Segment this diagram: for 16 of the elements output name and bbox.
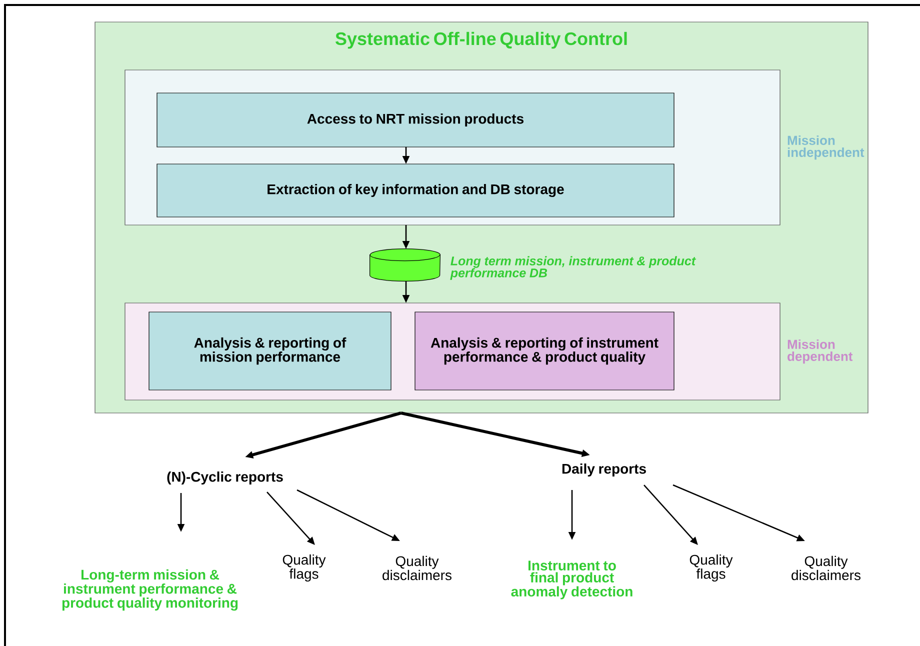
output-label: Quality flags (282, 554, 326, 582)
output-label: Instrument to final product anomaly detection (511, 560, 632, 600)
process-box: Analysis & reporting of instrument performance & product quality (414, 312, 674, 390)
report-label: Daily reports (562, 463, 646, 477)
output-label: Quality disclaimers (792, 556, 860, 580)
side-label: Mission independent (788, 135, 864, 160)
process-box: Extraction of key information and DB storage (156, 164, 674, 218)
side-label: Mission dependent (788, 339, 853, 364)
output-label: Quality disclaimers (382, 556, 452, 580)
report-label: (N)-Cyclic reports (167, 471, 283, 485)
output-label: Quality flags (690, 554, 733, 582)
process-box: Analysis & reporting of mission performance (148, 312, 392, 390)
output-label: Long-term mission & instrument performance & product quality monitoring (62, 569, 238, 611)
process-box: Access to NRT mission products (156, 92, 674, 148)
database-label: Long term mission, instrument & product performance DB (450, 256, 696, 280)
panel-title: Systematic Off-line Quality Control (336, 32, 627, 49)
